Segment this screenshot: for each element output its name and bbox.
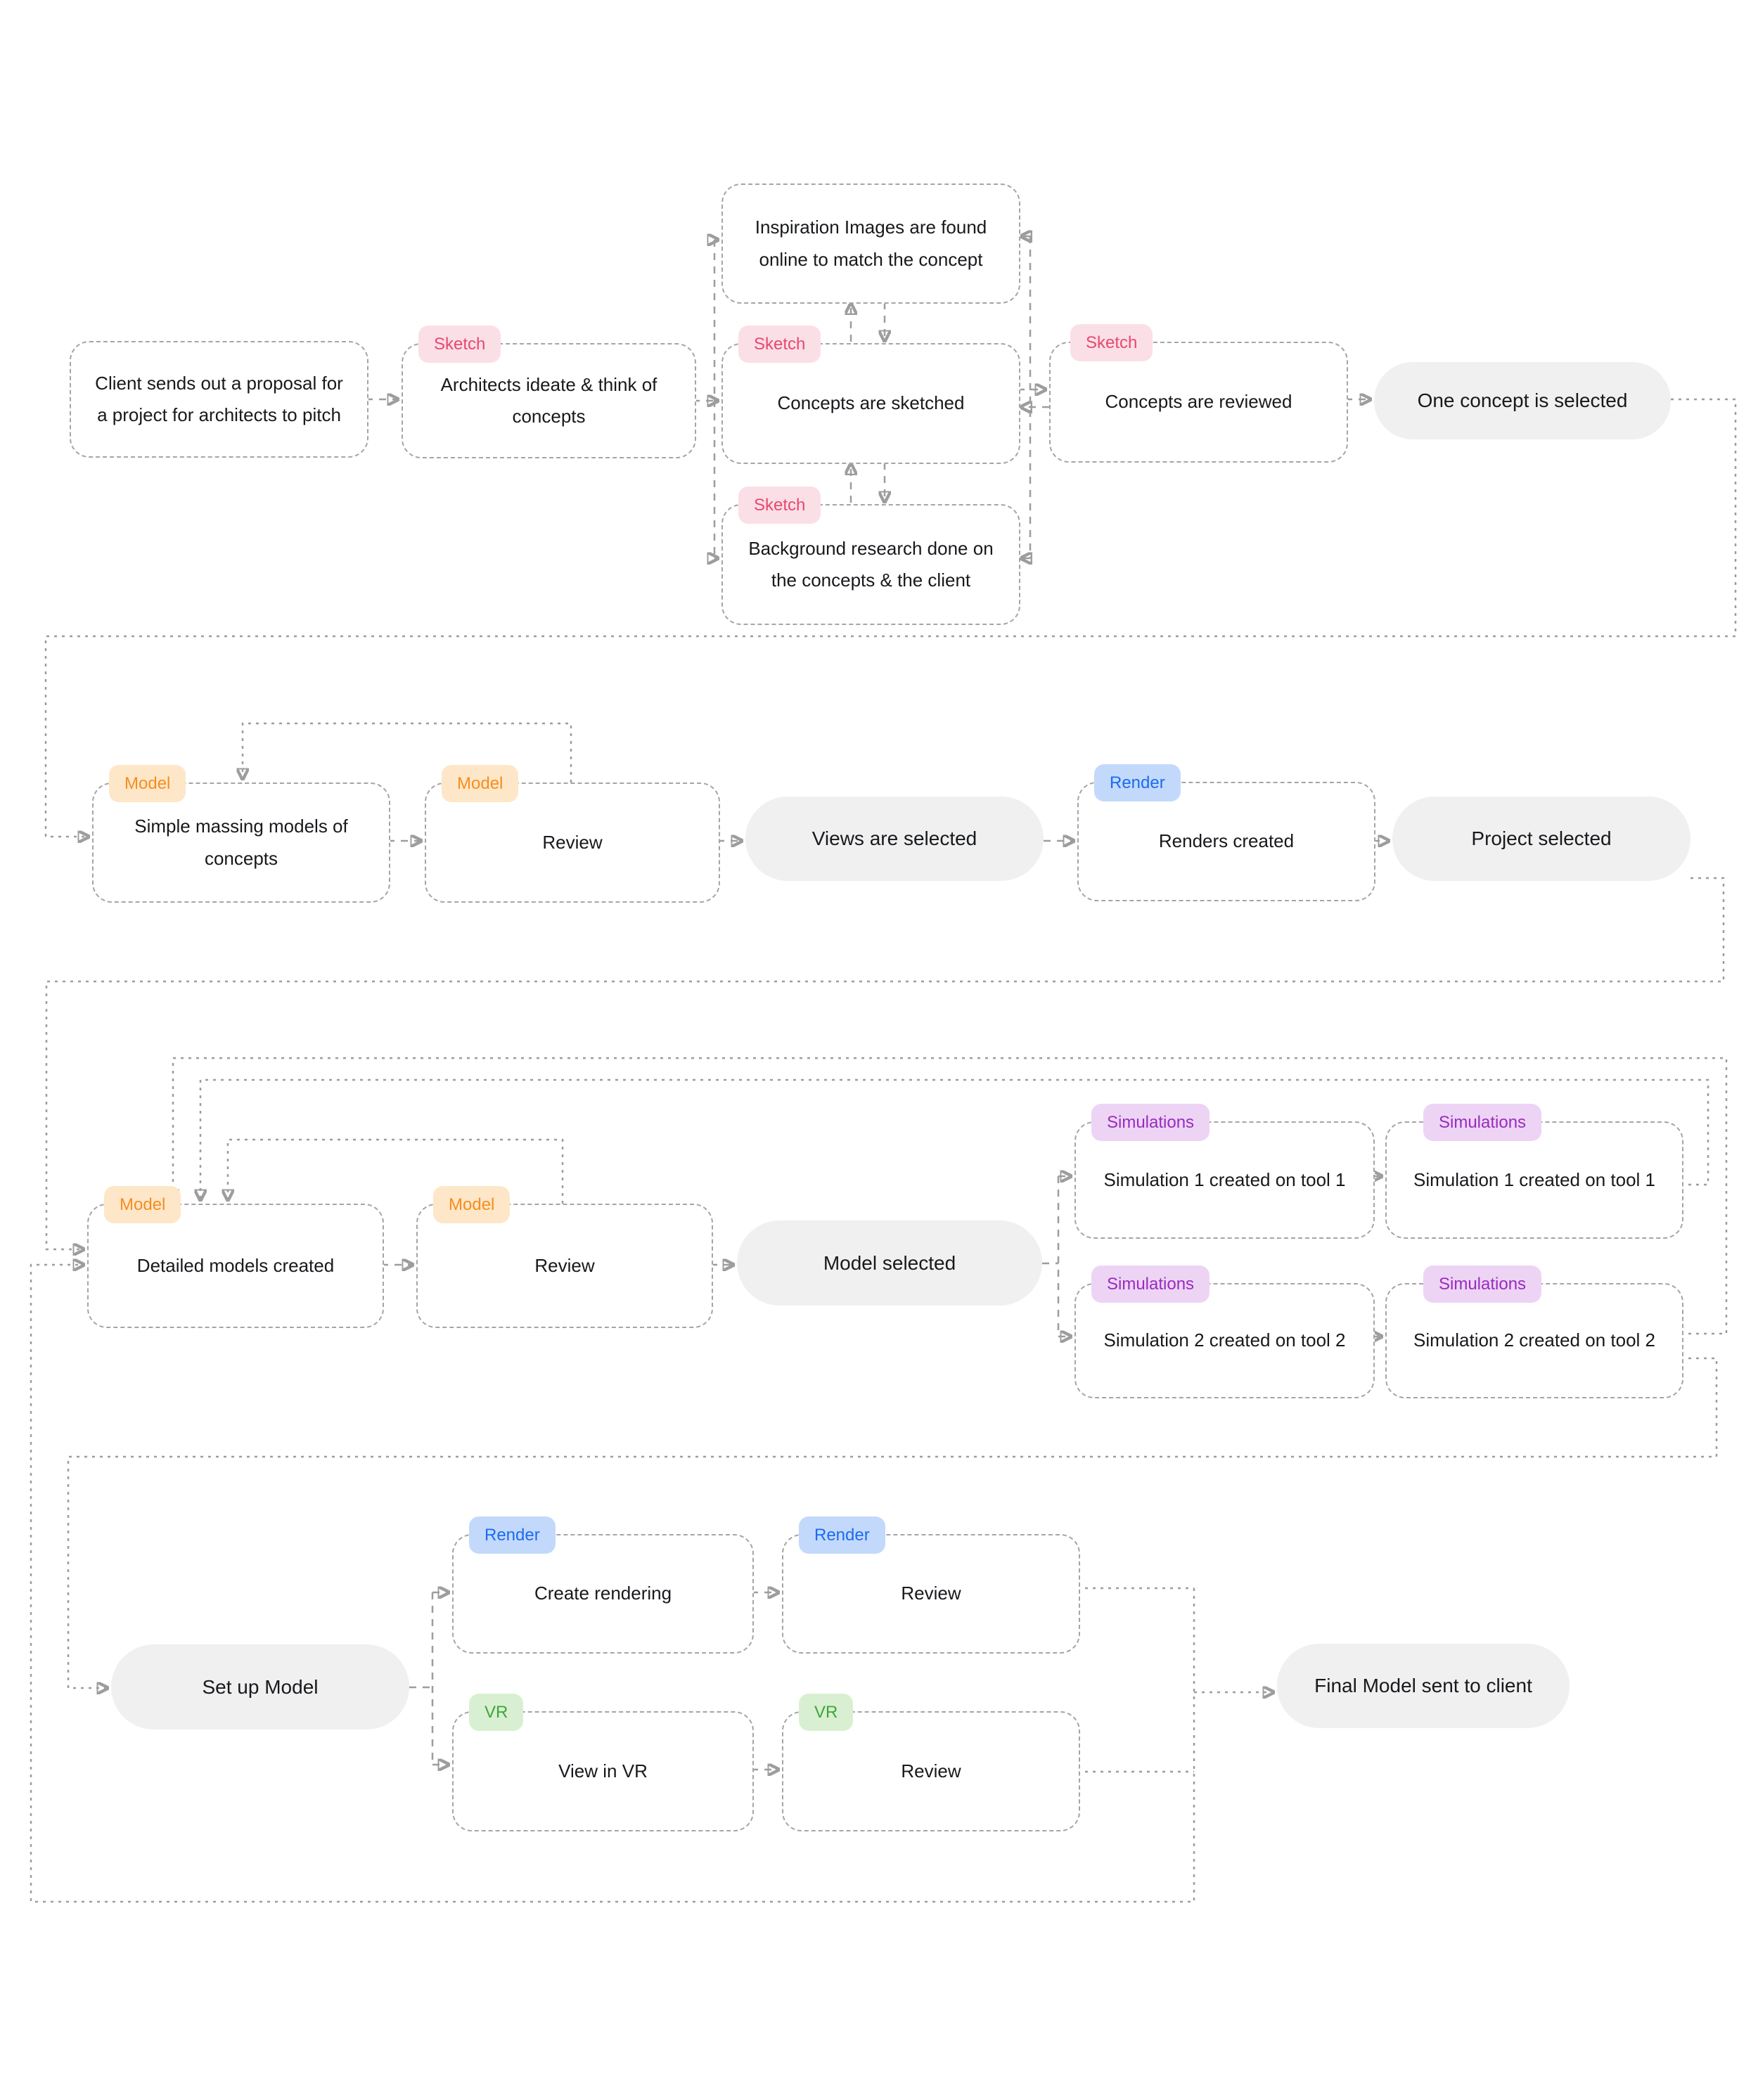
node-review-massing[interactable]: Model Review [425,765,720,903]
node-label: Review [901,1760,961,1782]
node-label: Set up Model [202,1675,319,1698]
tag-sketch: Sketch [738,487,821,524]
node-label: Views are selected [811,827,977,849]
tag-vr: VR [469,1694,524,1731]
node-simple-massing[interactable]: Model Simple massing models of concepts [92,765,390,903]
tag-sketch: Sketch [1070,324,1153,361]
node-label: Final Model sent to client [1314,1675,1532,1696]
node-sim2-tool2-a[interactable]: Simulations Simulation 2 created on tool… [1074,1265,1375,1398]
node-review-rendering[interactable]: Render Review [782,1516,1080,1654]
node-label: Create rendering [534,1583,672,1604]
tag-model: Model [433,1186,511,1223]
tag-simulations: Simulations [1091,1265,1210,1303]
node-views-selected[interactable]: Views are selected [745,797,1044,881]
tag-model: Model [109,765,186,802]
node-label: Client sends out a proposal for a projec… [95,372,343,426]
node-label: Model selected [823,1251,956,1274]
tag-render: Render [799,1516,885,1554]
node-final-model-sent[interactable]: Final Model sent to client [1277,1644,1570,1728]
node-label: Simulation 2 created on tool 2 [1413,1329,1655,1351]
node-concepts-reviewed[interactable]: Sketch Concepts are reviewed [1049,324,1348,463]
node-client-proposal[interactable]: Client sends out a proposal for a projec… [70,341,368,458]
node-concepts-sketched[interactable]: Sketch Concepts are sketched [721,326,1020,464]
node-label: Inspiration Images are found online to m… [755,217,987,270]
node-renders-created[interactable]: Render Renders created [1077,764,1375,901]
node-label: Project selected [1471,827,1612,849]
node-review-vr[interactable]: VR Review [782,1694,1080,1831]
node-sim1-tool1-a[interactable]: Simulations Simulation 1 created on tool… [1074,1104,1375,1239]
node-label: Simulation 2 created on tool 2 [1103,1329,1346,1351]
node-label: One concept is selected [1417,389,1628,411]
node-label: Simple massing models of concepts [134,816,348,869]
tag-model: Model [104,1186,181,1223]
node-label: Review [534,1254,595,1276]
node-label: View in VR [558,1760,648,1782]
node-one-concept-selected[interactable]: One concept is selected [1374,362,1671,439]
node-label: Concepts are reviewed [1105,391,1292,413]
tag-simulations: Simulations [1423,1104,1542,1141]
tag-sketch: Sketch [418,326,501,363]
node-background-research[interactable]: Sketch Background research done on the c… [721,487,1020,625]
node-label: Concepts are sketched [777,392,965,414]
node-label: Review [901,1583,961,1604]
node-inspiration-images[interactable]: Inspiration Images are found online to m… [721,183,1020,304]
tag-model: Model [442,765,519,802]
node-label: Architects ideate & think of concepts [440,373,657,427]
node-model-selected[interactable]: Model selected [737,1220,1042,1306]
node-project-selected[interactable]: Project selected [1392,797,1690,881]
node-label: Simulation 1 created on tool 1 [1413,1168,1655,1190]
node-detailed-models[interactable]: Model Detailed models created [87,1186,384,1328]
node-label: Review [542,831,603,853]
tag-simulations: Simulations [1091,1104,1210,1141]
tag-render: Render [469,1516,556,1554]
tag-render: Render [1094,764,1181,801]
tag-sketch: Sketch [738,326,821,363]
node-architects-ideate[interactable]: Sketch Architects ideate & think of conc… [402,326,696,458]
node-label: Background research done on the concepts… [748,537,994,591]
node-label: Simulation 1 created on tool 1 [1103,1168,1346,1190]
node-label: Detailed models created [136,1254,335,1276]
node-create-rendering[interactable]: Render Create rendering [452,1516,754,1654]
node-label: Renders created [1158,830,1295,852]
tag-simulations: Simulations [1423,1265,1542,1303]
node-view-in-vr[interactable]: VR View in VR [452,1694,754,1831]
node-sim1-tool1-b[interactable]: Simulations Simulation 1 created on tool… [1385,1104,1683,1239]
node-review-detailed[interactable]: Model Review [416,1186,713,1328]
node-setup-model[interactable]: Set up Model [111,1644,409,1729]
tag-vr: VR [799,1694,854,1731]
node-sim2-tool2-b[interactable]: Simulations Simulation 2 created on tool… [1385,1265,1683,1398]
